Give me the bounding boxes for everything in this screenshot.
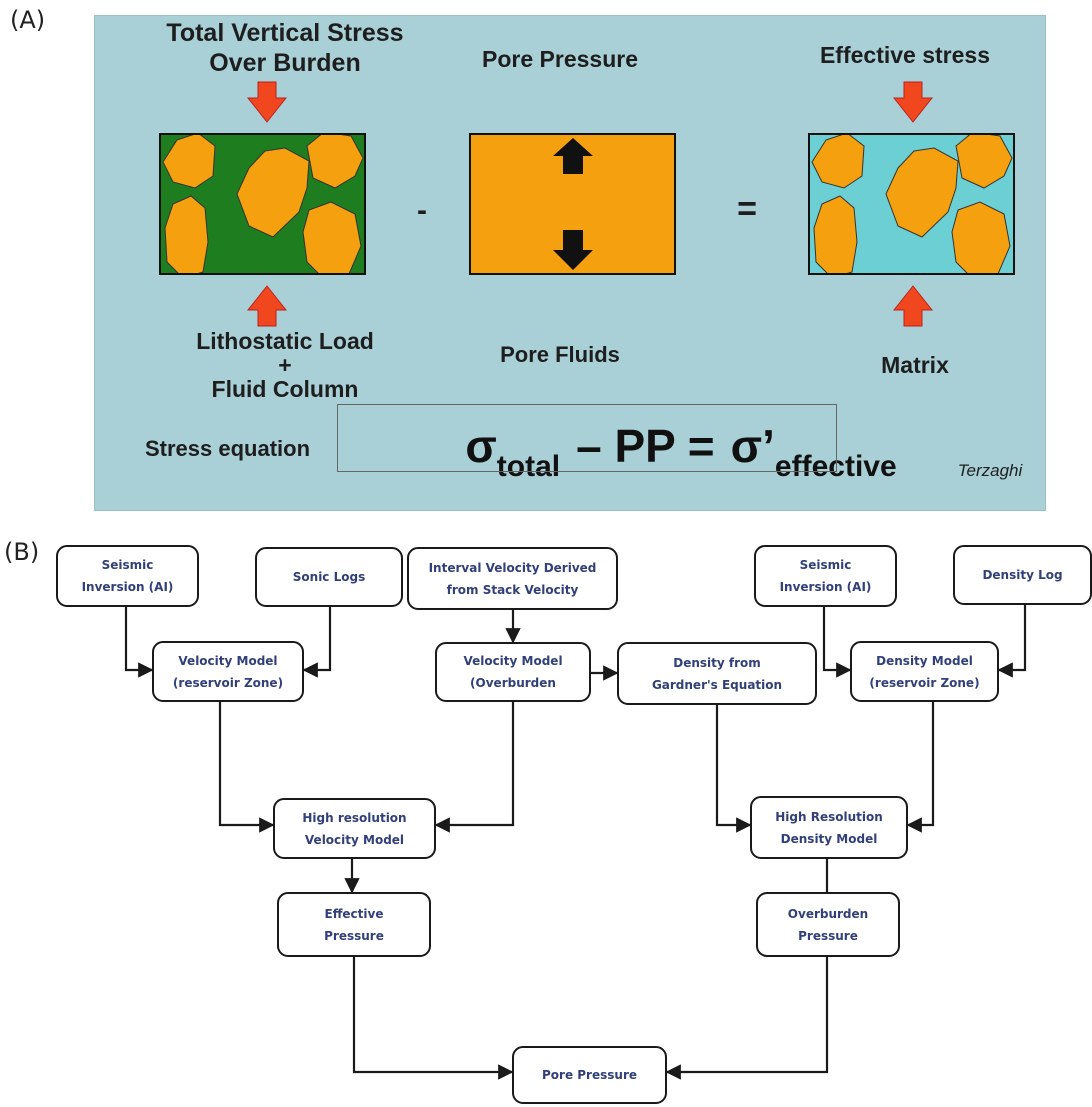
connector-seismic-to-density: [822, 607, 852, 678]
lithostatic-label: Lithostatic Load + Fluid Column: [135, 326, 435, 404]
minus-pp-equals: – PP =: [576, 420, 715, 472]
node-velocity-model-reservoir: Velocity Model (reservoir Zone): [152, 641, 304, 702]
total-stress-line-2: Over Burden: [209, 49, 361, 77]
grain: [236, 147, 310, 238]
node-seismic-inversion-left: Seismic Inversion (AI): [56, 545, 199, 607]
stress-equation-label: Stress equation: [145, 436, 311, 461]
equation-box: [337, 404, 837, 472]
up-arrow-icon: [892, 285, 934, 327]
connector-densitylog-to-density: [997, 605, 1027, 678]
grain: [811, 134, 865, 189]
effective-stress-box: [808, 133, 1015, 275]
lithostatic-line-1: Lithostatic Load: [196, 328, 374, 354]
connector-seismic-to-velocity: [124, 607, 154, 678]
panel-a-label: (A): [10, 6, 46, 34]
node-density-model-reservoir: Density Model (reservoir Zone): [850, 641, 999, 702]
effective-subscript: effective: [774, 450, 897, 483]
grain: [164, 195, 209, 274]
connector-sonic-to-velocity: [302, 607, 332, 678]
node-seismic-inversion-right: Seismic Inversion (AI): [754, 545, 897, 607]
panel-b-label: (B): [4, 538, 40, 566]
grain: [162, 134, 216, 189]
sigma-total-symbol: σ: [465, 420, 497, 472]
connector-velover-to-hrvel: [434, 702, 515, 833]
total-stress-line-1: Total Vertical Stress: [166, 19, 404, 47]
node-effective-pressure: Effective Pressure: [277, 892, 431, 957]
pore-pressure-title: Pore Pressure: [482, 46, 638, 72]
connector-gardner-to-hrden: [715, 705, 752, 833]
equals-sign: =: [737, 190, 757, 228]
total-stress-title: Total Vertical Stress Over Burden: [135, 18, 435, 78]
connector-overburden-to-pore: [665, 957, 829, 1080]
node-sonic-logs: Sonic Logs: [255, 547, 403, 607]
grain: [813, 195, 858, 274]
terzaghi-credit: Terzaghi: [957, 461, 1023, 480]
down-arrow-icon: [892, 81, 934, 123]
sigma-prime-symbol: σ’: [730, 420, 775, 472]
down-arrow-icon: [246, 81, 288, 123]
pore-fluids-label: Pore Fluids: [500, 342, 620, 367]
stress-diagram-panel: Total Vertical Stress Over Burden Pore P…: [94, 15, 1046, 511]
terzaghi-equation: σtotal – PP = σ’effective: [431, 419, 931, 484]
node-gardner-density: Density from Gardner's Equation: [617, 642, 817, 705]
node-interval-velocity: Interval Velocity Derived from Stack Vel…: [407, 547, 618, 610]
connector-denres-to-hrden: [906, 702, 935, 833]
grain: [885, 147, 959, 238]
down-arrow-icon: [553, 230, 593, 270]
up-arrow-icon: [553, 138, 593, 174]
grain: [955, 134, 1013, 189]
minus-sign: -: [417, 194, 427, 227]
node-density-log: Density Log: [953, 545, 1092, 605]
node-hr-velocity-model: High resolution Velocity Model: [273, 798, 436, 859]
lithostatic-line-2: +: [278, 352, 292, 378]
node-pore-pressure: Pore Pressure: [512, 1046, 667, 1104]
connector-velres-to-hrvel: [218, 702, 275, 833]
node-velocity-model-overburden: Velocity Model (Overburden: [435, 642, 591, 702]
connector-effective-to-pore: [352, 957, 514, 1080]
matrix-label: Matrix: [881, 352, 949, 378]
up-arrow-icon: [246, 285, 288, 327]
lithostatic-line-3: Fluid Column: [211, 376, 359, 402]
node-hr-density-model: High Resolution Density Model: [750, 796, 908, 859]
grain: [306, 134, 364, 189]
grain: [951, 201, 1011, 274]
stress-boxes-graphic: [159, 81, 1015, 327]
pore-pressure-box: [469, 133, 676, 275]
effective-stress-title: Effective stress: [819, 42, 991, 68]
total-subscript: total: [496, 450, 561, 483]
node-overburden-pressure: Overburden Pressure: [756, 892, 900, 957]
total-stress-box: [159, 133, 366, 275]
grain: [302, 201, 362, 274]
